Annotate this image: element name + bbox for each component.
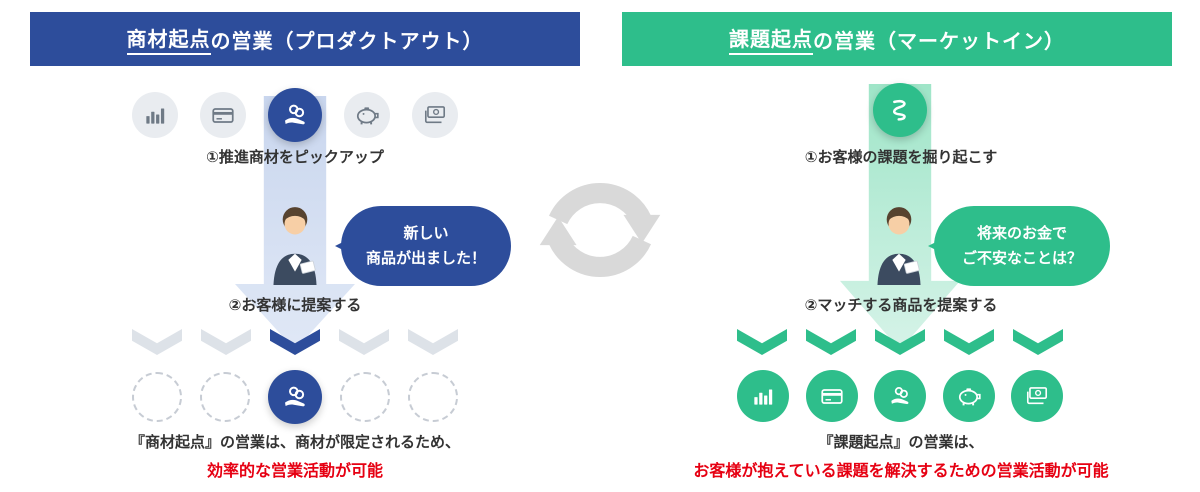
chevron-down-icon bbox=[875, 329, 925, 355]
chevron-down-icon bbox=[132, 329, 182, 355]
chevron-down-icon bbox=[944, 329, 994, 355]
right-step1-label: ①お客様の課題を掘り起こす bbox=[804, 149, 998, 166]
right-header-highlight: 課題起点 bbox=[729, 23, 813, 55]
coin-hand-icon bbox=[268, 370, 322, 424]
sync-cycle-icon bbox=[512, 163, 688, 297]
left-footer-line2: 効率的な営業活動が可能 bbox=[206, 463, 383, 480]
chevron-down-icon bbox=[1013, 329, 1063, 355]
salesperson-left-illustration bbox=[262, 203, 328, 285]
chevron-down-icon bbox=[270, 329, 320, 355]
right-panel-header: 課題起点の営業（マーケットイン） bbox=[622, 12, 1172, 66]
piggy-bank-icon bbox=[942, 370, 995, 422]
chevron-down-icon bbox=[408, 329, 458, 355]
credit-card-icon bbox=[200, 92, 246, 138]
banknotes-icon bbox=[1011, 370, 1063, 422]
credit-card-icon bbox=[805, 370, 858, 422]
right-footer-line1: 『課題起点』の営業は、 bbox=[818, 434, 984, 451]
chevron-down-icon bbox=[201, 329, 251, 355]
empty-product-slot bbox=[200, 372, 250, 422]
empty-product-slot bbox=[340, 372, 390, 422]
coin-hand-icon bbox=[874, 370, 926, 422]
left-header-rest: の営業（プロダクトアウト） bbox=[210, 30, 484, 53]
chevron-down-icon bbox=[806, 329, 856, 355]
empty-product-slot bbox=[408, 372, 458, 422]
issue-discovery-swirl-icon bbox=[873, 83, 927, 137]
piggy-bank-icon bbox=[344, 92, 390, 138]
chevron-down-icon bbox=[339, 329, 389, 355]
left-panel-header: 商材起点の営業（プロダクトアウト） bbox=[30, 12, 580, 66]
chevron-down-icon bbox=[737, 329, 787, 355]
chevron-row-right bbox=[737, 329, 1063, 355]
left-step1-label: ①推進商材をピックアップ bbox=[206, 149, 384, 166]
speech-bubble-left: 新しい 商品が出ました！ bbox=[335, 206, 511, 286]
right-footer-line2: お客様が抱えている課題を解決するための営業活動が可能 bbox=[693, 463, 1109, 480]
right-step2-label: ②マッチする商品を提案する bbox=[804, 297, 998, 314]
result-icons-row-left bbox=[132, 370, 458, 424]
right-header-rest: の営業（マーケットイン） bbox=[813, 30, 1065, 53]
coin-hand-icon bbox=[268, 88, 322, 142]
banknotes-icon bbox=[412, 92, 458, 138]
result-icons-row-right bbox=[737, 370, 1063, 422]
left-step2-label: ②お客様に提案する bbox=[228, 297, 362, 314]
bar-chart-icon bbox=[132, 92, 178, 138]
bubble-left-line2: 商品が出ました！ bbox=[365, 250, 486, 267]
bar-chart-icon bbox=[737, 370, 789, 422]
speech-bubble-right: 将来のお金で ご不安なことは？ bbox=[928, 206, 1110, 286]
product-icons-row bbox=[132, 88, 458, 142]
bubble-right-line1: 将来のお金で bbox=[976, 224, 1067, 242]
bubble-left-line1: 新しい bbox=[403, 224, 449, 242]
left-footer-line1: 『商材起点』の営業は、商材が限定されるため、 bbox=[129, 434, 460, 451]
bubble-right-line2: ご不安なことは？ bbox=[961, 250, 1082, 267]
empty-product-slot bbox=[132, 372, 182, 422]
chevron-row-left bbox=[132, 329, 458, 355]
left-header-highlight: 商材起点 bbox=[126, 23, 211, 55]
